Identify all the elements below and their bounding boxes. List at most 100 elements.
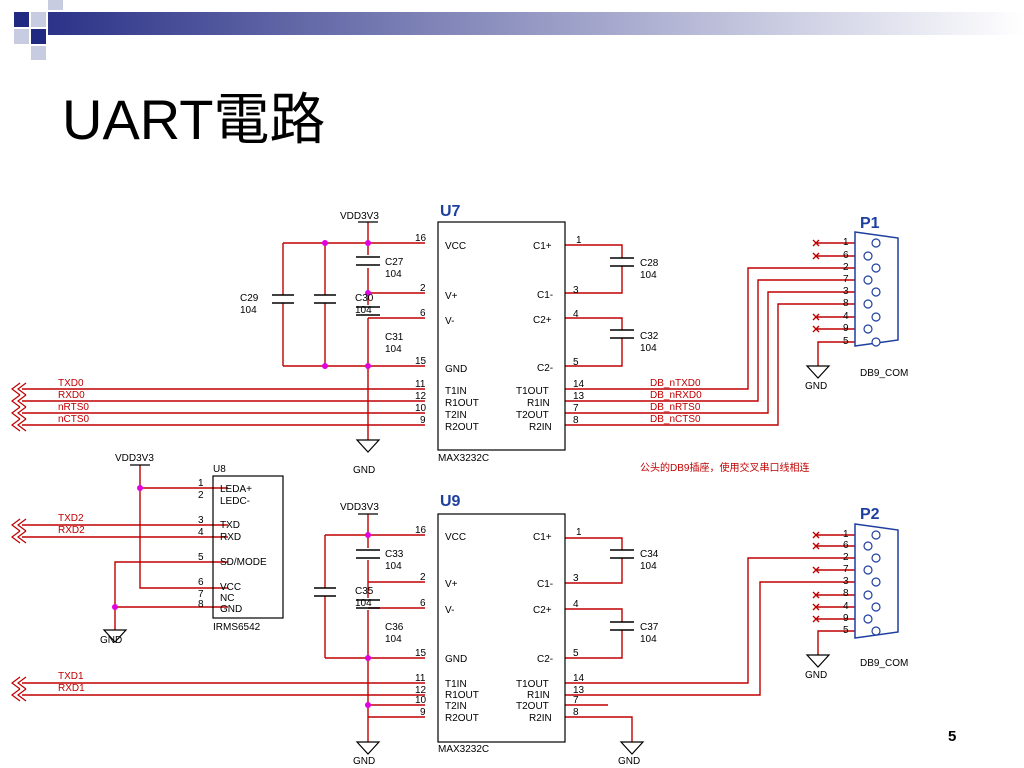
u7-pin-name: T1OUT <box>516 386 549 397</box>
u7-power-net: VDD3V3 <box>340 211 379 222</box>
u8-power-wire <box>139 465 228 589</box>
p2-nc-wires <box>815 534 855 620</box>
u9-pin-num: 5 <box>573 648 579 659</box>
u8-pin-name: LEDC- <box>220 496 250 507</box>
header-square <box>31 12 46 27</box>
ground-symbol <box>102 629 128 643</box>
u9-pin-num: 12 <box>415 685 427 696</box>
u7-pin-name: T2IN <box>445 410 467 421</box>
cap-value: 104 <box>640 270 657 281</box>
u9-pin-num: 14 <box>573 673 585 684</box>
u7-pin-num: 4 <box>573 309 579 320</box>
cap-ref: C34 <box>640 549 659 560</box>
net-arrow <box>11 382 27 396</box>
p2-pin-num: 8 <box>843 588 849 599</box>
p1-pin-num: 5 <box>843 336 849 347</box>
cap-ref: C33 <box>385 549 404 560</box>
u9-pin-num: 7 <box>573 695 579 706</box>
u7-pin-num: 7 <box>573 403 579 414</box>
p1-nc-wires <box>815 242 855 330</box>
junction-dot <box>112 604 118 610</box>
p1-pin <box>871 337 881 347</box>
u9-vcc-wire <box>324 514 425 742</box>
crossover-note: 公头的DB9插座，使用交叉串口线相连 <box>640 461 809 474</box>
capacitor-c28 <box>610 257 634 267</box>
u7-pin-name: T1IN <box>445 386 467 397</box>
u7-pin-num: 11 <box>415 379 426 390</box>
u9-pin-num: 6 <box>420 598 426 609</box>
u8-part: IRMS6542 <box>213 622 261 633</box>
u7-pin-name: C2+ <box>533 315 552 326</box>
cap-value: 104 <box>640 343 657 354</box>
u7-input-wires <box>22 388 425 426</box>
u8-pin-name: VCC <box>220 582 241 593</box>
no-connect-mark <box>812 239 820 333</box>
u8-pin-num: 6 <box>198 577 204 588</box>
p1-pin <box>871 263 881 273</box>
p1-pin-num: 8 <box>843 298 849 309</box>
p1-pin <box>871 238 881 248</box>
cap-value: 104 <box>385 344 402 355</box>
p2-pin-num: 1 <box>843 529 849 540</box>
ground-symbol <box>619 741 645 755</box>
net-arrow <box>11 688 27 702</box>
cap-value: 104 <box>385 634 402 645</box>
junction-dot <box>365 290 371 296</box>
u9-ground-label: GND <box>353 756 375 767</box>
u8-pin-num: 3 <box>198 515 204 526</box>
u9-input-wires <box>22 682 425 718</box>
u7-pin-num: 13 <box>573 391 585 402</box>
u8-ground-label: GND <box>100 635 122 646</box>
cap-value: 104 <box>355 305 372 316</box>
capacitor-c32 <box>610 329 634 339</box>
net-arrow <box>11 418 27 432</box>
p1-pin <box>871 312 881 322</box>
p1-ref: P1 <box>860 215 880 232</box>
u8-pin-name: TXD <box>220 520 240 531</box>
u7-input-net: nCTS0 <box>58 414 90 425</box>
u7-pin-name: R1OUT <box>445 398 479 409</box>
u7-output-wires <box>565 267 855 426</box>
p1-ground-label: GND <box>805 381 827 392</box>
u7-pin-num: 14 <box>573 379 585 390</box>
u9-pin-name: R2IN <box>529 713 552 724</box>
u9-pin-num: 2 <box>420 572 426 583</box>
p2-ground-label: GND <box>805 670 827 681</box>
u7-pin-name: C2- <box>537 363 553 374</box>
header-gradient-bar <box>48 12 1024 35</box>
p1-pin-num: 9 <box>843 323 849 334</box>
junction-dot <box>137 485 143 491</box>
p1-pin-num: 1 <box>843 237 849 248</box>
p1-pin <box>871 287 881 297</box>
header-square <box>14 29 29 44</box>
cap-value: 104 <box>640 634 657 645</box>
p1-part: DB9_COM <box>860 368 908 379</box>
p2-pin <box>871 626 881 636</box>
p1-pin-num: 6 <box>843 250 849 261</box>
u7-pin-name: GND <box>445 364 467 375</box>
u7-pin-num: 15 <box>415 356 427 367</box>
power-bar <box>130 221 378 515</box>
cap-ref: C32 <box>640 331 659 342</box>
u9-pin-name: C2+ <box>533 605 552 616</box>
p2-pin <box>871 577 881 587</box>
junction-dot <box>322 240 328 246</box>
u9-pin-num: 3 <box>573 573 579 584</box>
cap-value: 104 <box>240 305 257 316</box>
u9-pin-name: R1OUT <box>445 690 479 701</box>
u7-pin-name: R2IN <box>529 422 552 433</box>
u7-pin-name: R1IN <box>527 398 550 409</box>
u8-net: TXD2 <box>58 513 84 524</box>
capacitor-c30 <box>314 294 336 304</box>
u9-pin-num: 15 <box>415 648 427 659</box>
u8-pin-name: RXD <box>220 532 241 543</box>
u9-pin-num: 4 <box>573 599 579 610</box>
cap-value: 104 <box>385 269 402 280</box>
p2-pin-num: 2 <box>843 552 849 563</box>
u7-pin-num: 5 <box>573 357 579 368</box>
capacitor-c36 <box>356 599 380 609</box>
cap-ref: C35 <box>355 586 374 597</box>
slide-title: UART電路 <box>62 88 326 151</box>
u8-net: RXD2 <box>58 525 85 536</box>
